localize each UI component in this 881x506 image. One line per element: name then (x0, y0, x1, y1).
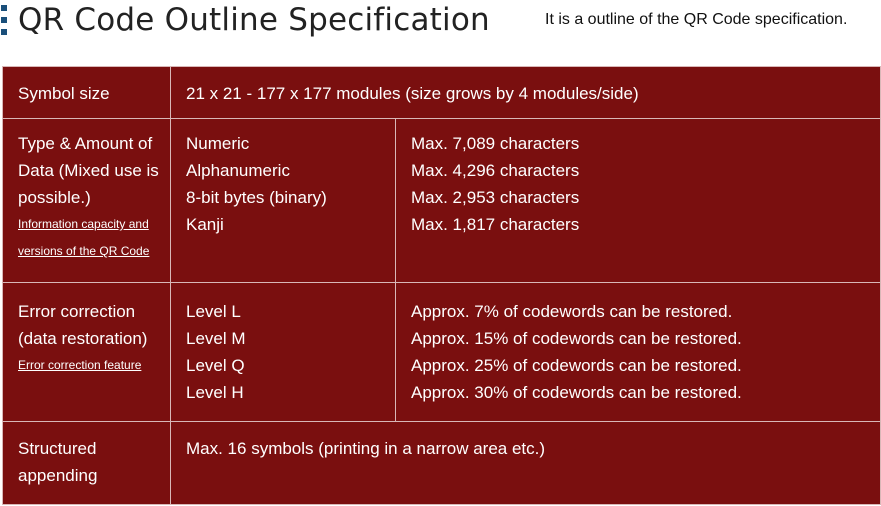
table-row-error-correction: Error correction (data restoration) Erro… (2, 282, 881, 422)
link-line: versions of the QR Code (18, 244, 150, 258)
data-type-item: Alphanumeric (186, 161, 290, 180)
data-type-item: 8-bit bytes (binary) (186, 188, 327, 207)
symbol-size-value: 21 x 21 - 177 x 177 modules (size grows … (186, 84, 639, 103)
row-label-cell: Structured appending (2, 421, 171, 505)
structured-appending-label-line: appending (18, 466, 98, 485)
page-title: QR Code Outline Specification (18, 2, 490, 38)
error-description-item: Approx. 15% of codewords can be restored… (411, 329, 742, 348)
data-type-label-line: Data (Mixed use is (18, 161, 159, 180)
error-correction-label-line: Error correction (18, 302, 136, 321)
data-types-cell: Numeric Alphanumeric 8-bit bytes (binary… (170, 118, 396, 283)
row-value-cell: 21 x 21 - 177 x 177 modules (size grows … (170, 66, 881, 119)
error-level-item: Level Q (186, 356, 245, 375)
structured-appending-label-line: Structured (18, 439, 97, 458)
data-amounts-cell: Max. 7,089 characters Max. 4,296 charact… (395, 118, 881, 283)
title-marker-icon (1, 5, 7, 35)
row-label-cell: Error correction (data restoration) Erro… (2, 282, 171, 422)
table-row-data-types: Type & Amount of Data (Mixed use is poss… (2, 118, 881, 283)
data-type-label-line: possible.) (18, 188, 91, 207)
error-levels-cell: Level L Level M Level Q Level H (170, 282, 396, 422)
link-line: Information capacity and (18, 217, 149, 231)
error-level-item: Level M (186, 329, 246, 348)
page-header: QR Code Outline Specification It is a ou… (0, 0, 881, 44)
error-description-item: Approx. 30% of codewords can be restored… (411, 383, 742, 402)
table-row-structured-appending: Structured appending Max. 16 symbols (pr… (2, 421, 881, 505)
error-correction-label-line: (data restoration) (18, 329, 148, 348)
data-type-item: Kanji (186, 215, 224, 234)
error-correction-feature-link[interactable]: Error correction feature (18, 358, 142, 372)
data-type-item: Numeric (186, 134, 250, 153)
error-level-item: Level L (186, 302, 241, 321)
information-capacity-link[interactable]: Information capacity and versions of the… (18, 211, 170, 265)
row-label-cell: Symbol size (2, 66, 171, 119)
structured-appending-value: Max. 16 symbols (printing in a narrow ar… (186, 439, 546, 458)
data-amount-item: Max. 4,296 characters (411, 161, 580, 180)
row-value-cell: Max. 16 symbols (printing in a narrow ar… (170, 421, 881, 505)
table-row-symbol-size: Symbol size 21 x 21 - 177 x 177 modules … (2, 66, 881, 119)
data-amount-item: Max. 1,817 characters (411, 215, 580, 234)
error-description-item: Approx. 25% of codewords can be restored… (411, 356, 742, 375)
symbol-size-label: Symbol size (18, 84, 110, 103)
data-amount-item: Max. 7,089 characters (411, 134, 580, 153)
spec-table: Symbol size 21 x 21 - 177 x 177 modules … (2, 66, 881, 505)
page-subtitle: It is a outline of the QR Code specifica… (545, 11, 848, 28)
data-amount-item: Max. 2,953 characters (411, 188, 580, 207)
data-type-label-line: Type & Amount of (18, 134, 153, 153)
error-description-item: Approx. 7% of codewords can be restored. (411, 302, 733, 321)
error-level-item: Level H (186, 383, 244, 402)
error-descriptions-cell: Approx. 7% of codewords can be restored.… (395, 282, 881, 422)
row-label-cell: Type & Amount of Data (Mixed use is poss… (2, 118, 171, 283)
